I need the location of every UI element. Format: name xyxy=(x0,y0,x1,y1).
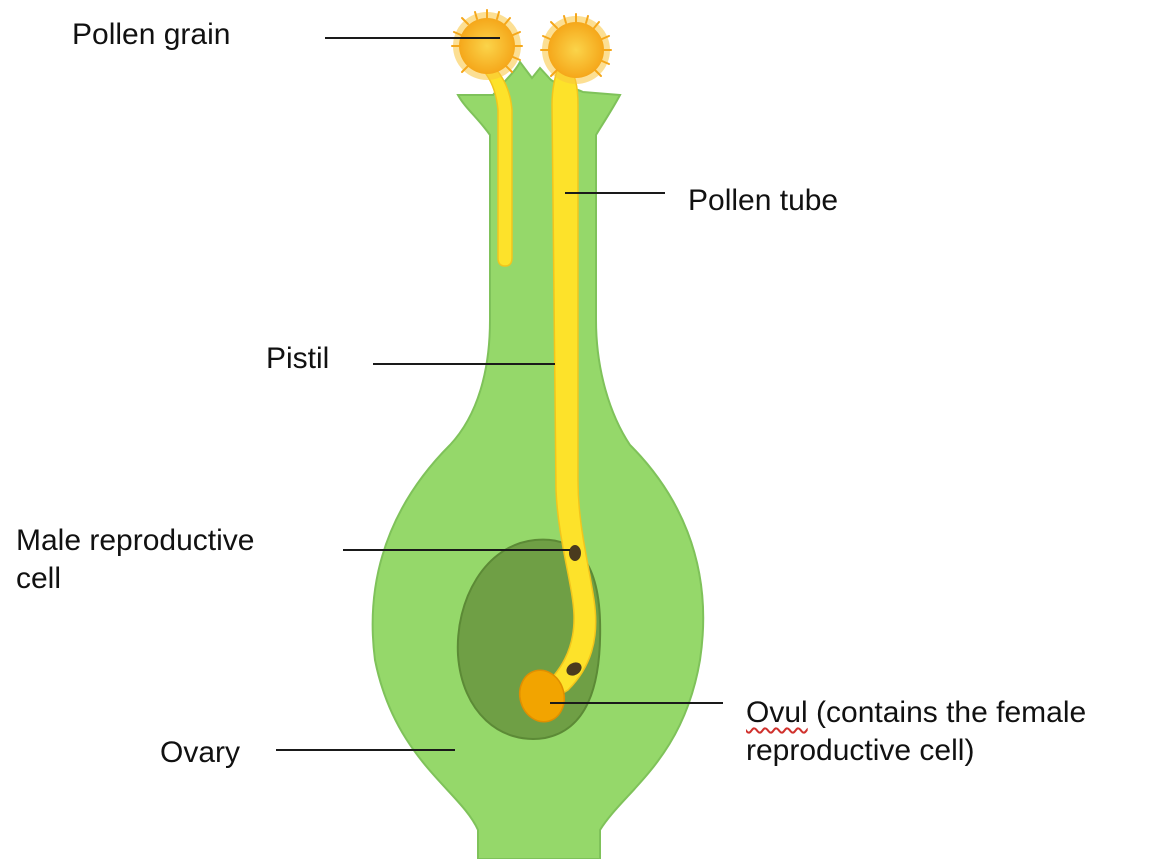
label-male-reproductive-cell: Male reproductive cell xyxy=(16,522,254,598)
pollen-grain-right xyxy=(541,14,611,84)
pollen-grain-left xyxy=(452,10,522,80)
label-pollen-grain: Pollen grain xyxy=(72,16,230,54)
label-male-line1: Male reproductive xyxy=(16,522,254,560)
male-cell-upper xyxy=(569,545,581,561)
label-ovary: Ovary xyxy=(160,734,240,772)
label-pistil: Pistil xyxy=(266,340,329,378)
label-ovul-line2: reproductive cell) xyxy=(746,732,1086,770)
label-ovul-line1: Ovul (contains the female xyxy=(746,694,1086,732)
label-ovul-rest: (contains the female xyxy=(808,696,1086,729)
label-pollen-tube: Pollen tube xyxy=(688,182,838,220)
label-ovul-word: Ovul xyxy=(746,696,808,729)
label-ovul: Ovul (contains the female reproductive c… xyxy=(746,694,1086,770)
label-male-line2: cell xyxy=(16,560,254,598)
